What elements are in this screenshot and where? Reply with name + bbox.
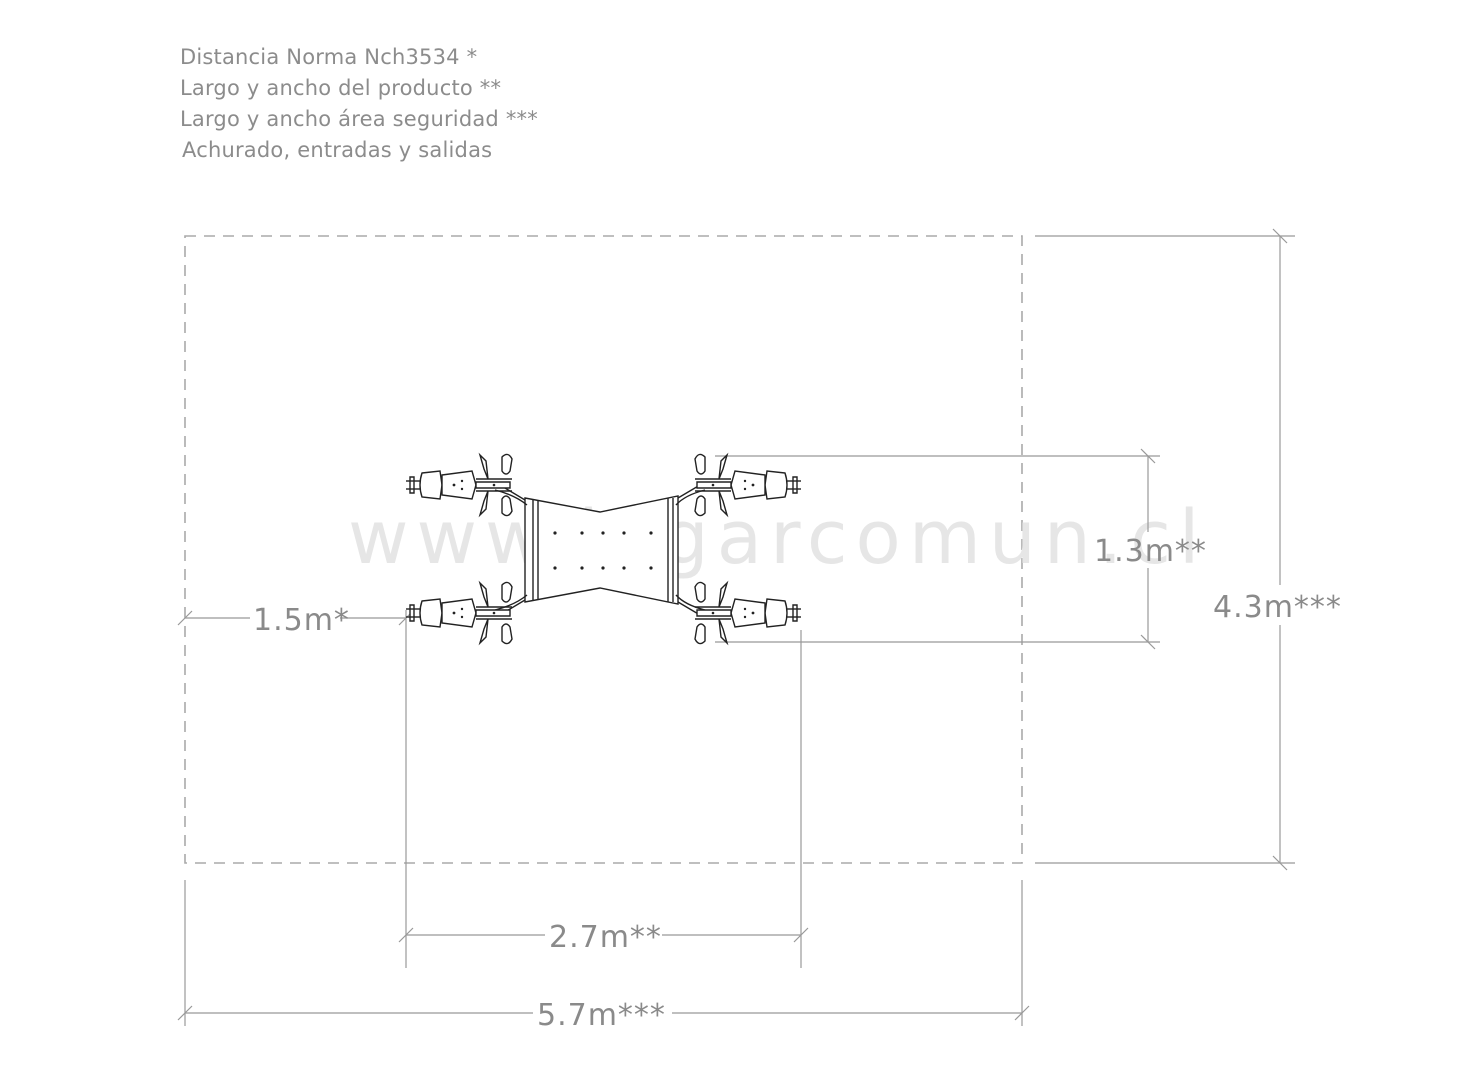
legend-norm-distance: Distancia Norma Nch3534 * <box>180 45 478 69</box>
legend-safety-area: Largo y ancho área seguridad *** <box>180 107 538 131</box>
central-platform <box>524 495 679 605</box>
safety-length-label: 5.7m*** <box>537 998 666 1033</box>
seat-bottom-right <box>694 580 801 646</box>
dimension-norm-distance: 1.5m* <box>177 603 414 638</box>
dimension-safety-length: 5.7m*** <box>177 880 1030 1033</box>
dimension-product-length: 2.7m** <box>398 610 809 968</box>
dimension-product-width: 1.3m** <box>715 448 1207 650</box>
product-width-label: 1.3m** <box>1094 534 1207 569</box>
watermark: www.lugarcomun.cl <box>348 495 1208 581</box>
safety-area <box>184 235 1023 864</box>
dimension-safety-width: 4.3m*** <box>1035 228 1342 871</box>
norm-distance-label: 1.5m* <box>253 603 350 638</box>
legend: Distancia Norma Nch3534 * Largo y ancho … <box>180 42 538 166</box>
product-top-view <box>406 452 801 646</box>
legend-product-size: Largo y ancho del producto ** <box>180 76 502 100</box>
product-length-label: 2.7m** <box>549 920 662 955</box>
platform-bolts <box>553 531 653 570</box>
legend-hatching: Achurado, entradas y salidas <box>182 138 493 162</box>
safety-width-label: 4.3m*** <box>1213 590 1342 625</box>
seat-top-right <box>694 452 801 518</box>
seat-top-left <box>406 452 513 518</box>
seat-bottom-left <box>406 580 513 646</box>
